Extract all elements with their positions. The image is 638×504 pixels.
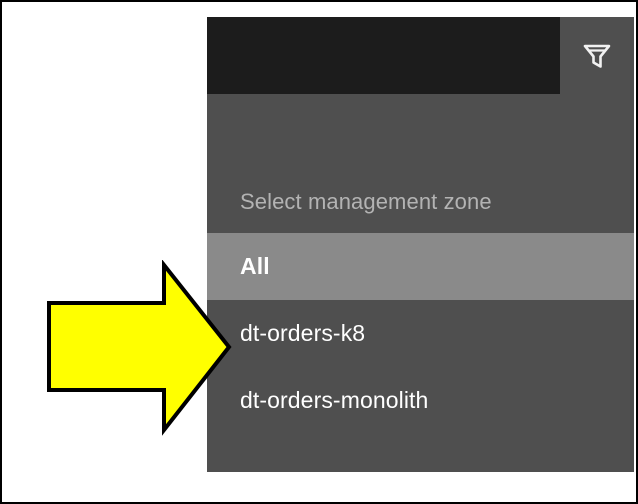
callout-arrow-right: [47, 260, 232, 436]
section-label-select-management-zone: Select management zone: [240, 189, 492, 214]
search-input[interactable]: [207, 17, 560, 94]
list-item-dt-orders-monolith[interactable]: dt-orders-monolith: [207, 367, 634, 434]
dropdown-header: [207, 17, 634, 94]
filter-button[interactable]: [560, 17, 634, 94]
list-item-all[interactable]: All: [207, 233, 634, 300]
management-zone-dropdown-panel: Select management zone All dt-orders-k8 …: [207, 17, 634, 472]
filter-funnel-icon: [580, 39, 614, 73]
management-zone-list: All dt-orders-k8 dt-orders-monolith: [207, 233, 634, 434]
list-item-dt-orders-k8[interactable]: dt-orders-k8: [207, 300, 634, 367]
